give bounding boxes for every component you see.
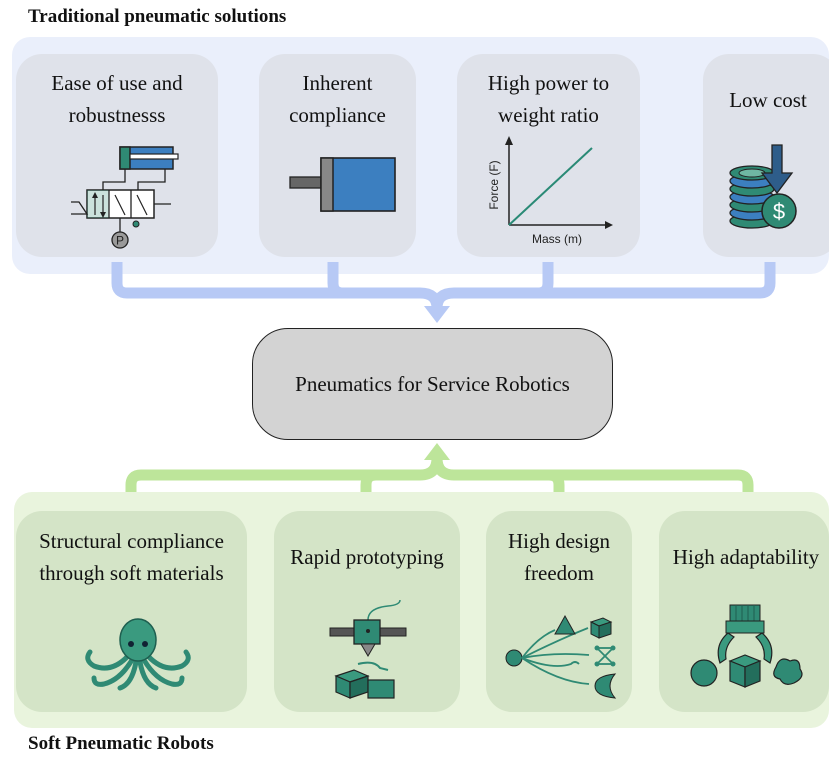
center-box: Pneumatics for Service Robotics bbox=[252, 328, 613, 440]
plot-ylabel: Force (F) bbox=[487, 160, 501, 209]
octopus-icon bbox=[85, 618, 191, 691]
card-label: Structural compliance through soft mater… bbox=[39, 529, 224, 585]
card-power-weight: High power to weight ratio bbox=[457, 54, 640, 257]
3d-printer-icon bbox=[329, 599, 407, 699]
bottom-section-title: Soft Pneumatic Robots bbox=[28, 733, 214, 754]
card-label: Rapid prototyping bbox=[290, 545, 444, 569]
valve-pressure-symbol: P bbox=[116, 234, 124, 248]
card-low-cost: Low cost bbox=[703, 54, 829, 257]
top-section-title: Traditional pneumatic solutions bbox=[28, 6, 287, 27]
center-label: Pneumatics for Service Robotics bbox=[295, 371, 570, 396]
card-label: High design freedom bbox=[507, 529, 611, 585]
card-label: High adaptability bbox=[672, 545, 820, 569]
card-rapid-prototyping: Rapid prototyping bbox=[274, 511, 460, 712]
card-label: High power to weight ratio bbox=[487, 71, 610, 127]
card-label: Inherent compliance bbox=[289, 71, 386, 127]
dollar-symbol: $ bbox=[773, 199, 785, 224]
card-inherent-compliance: Inherent compliance bbox=[259, 54, 416, 257]
force-mass-plot-icon: Force (F) Mass (m) bbox=[487, 136, 613, 246]
soft-gripper-icon bbox=[690, 604, 803, 688]
plot-xlabel: Mass (m) bbox=[532, 232, 582, 246]
card-label: Ease of use and robustnesss bbox=[51, 71, 183, 127]
pneumatic-cylinder-icon bbox=[289, 157, 396, 212]
card-ease-of-use: Ease of use and robustnesss bbox=[16, 54, 218, 257]
design-branches-icon bbox=[505, 614, 617, 699]
card-label: Low cost bbox=[729, 88, 807, 112]
coins-dollar-icon: $ bbox=[729, 144, 797, 229]
card-structural-compliance: Structural compliance through soft mater… bbox=[16, 511, 247, 712]
pneumatic-valve-cylinder-icon: P bbox=[71, 146, 179, 249]
